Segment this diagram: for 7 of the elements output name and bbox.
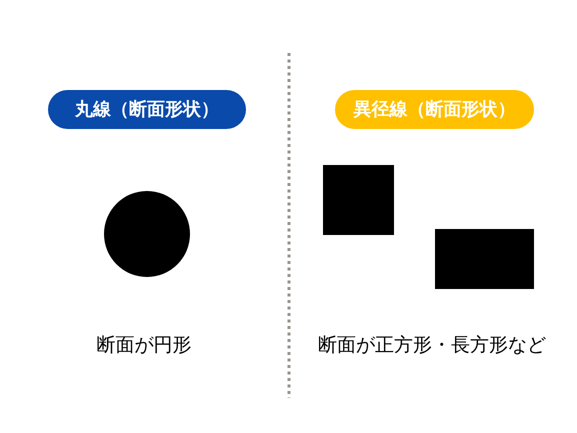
rectangle-cross-section: [323, 165, 394, 235]
rectangle-cross-section: [435, 229, 534, 289]
heading-pill: 丸線（断面形状）: [48, 90, 246, 129]
caption-text: 断面が円形: [96, 333, 192, 357]
circle-cross-section: [104, 191, 190, 277]
heading-pill: 異径線（断面形状）: [335, 90, 534, 129]
caption-text: 断面が正方形・長方形など: [318, 333, 546, 357]
